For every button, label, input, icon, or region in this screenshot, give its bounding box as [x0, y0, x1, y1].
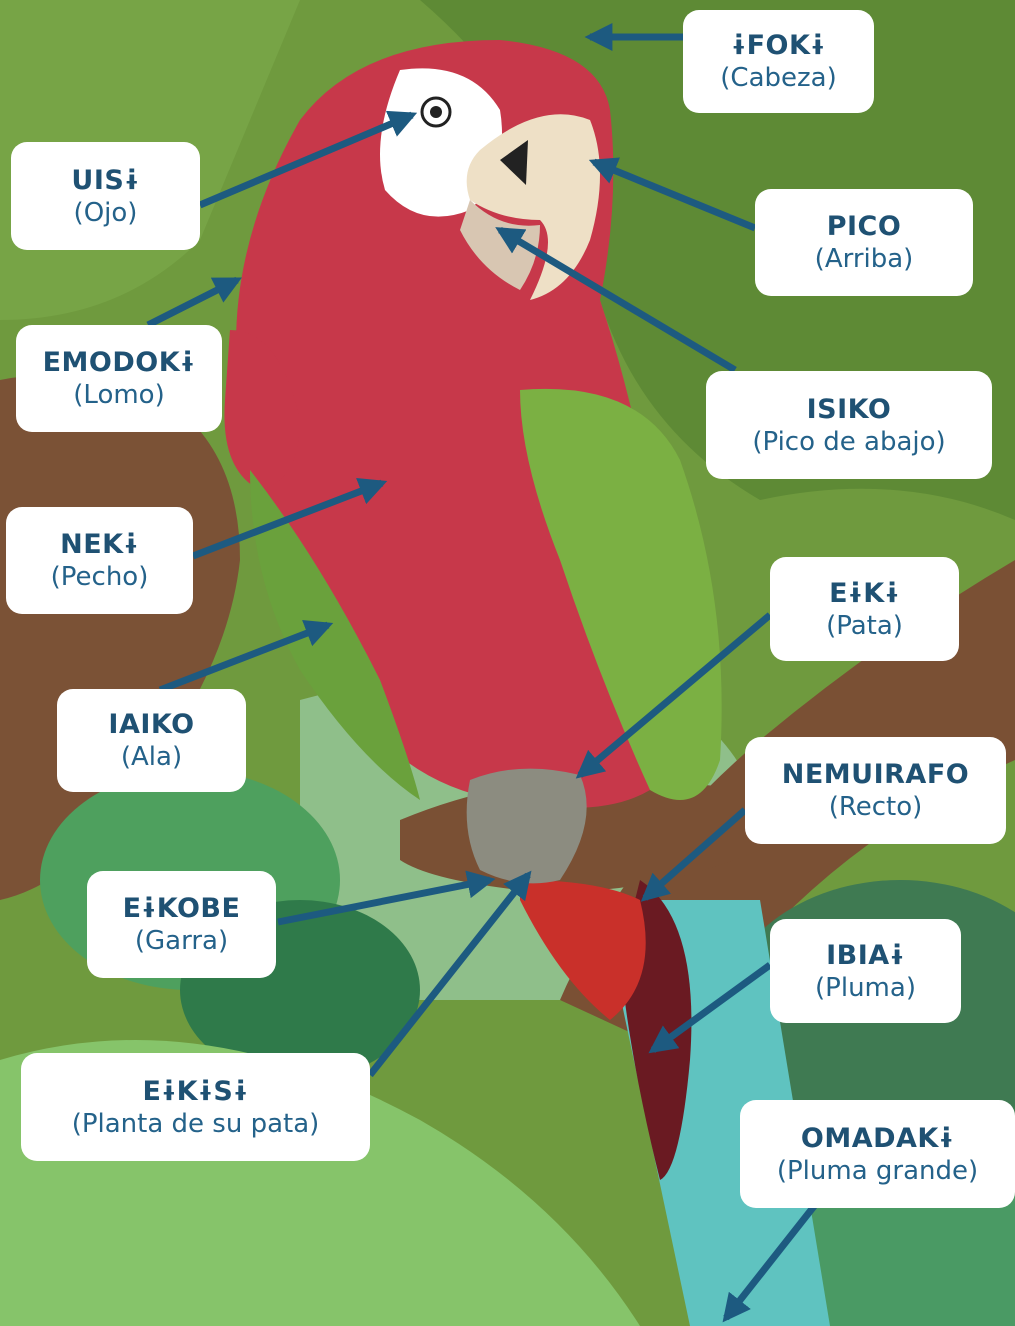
label-planta-meaning: (Planta de su pata): [72, 1108, 320, 1140]
label-pata-meaning: (Pata): [826, 610, 903, 642]
label-ojo: UISɨ (Ojo): [11, 142, 200, 250]
macaw-pupil: [430, 106, 442, 118]
label-pico: PICO (Arriba): [755, 189, 973, 296]
label-pico-term: PICO: [827, 210, 902, 243]
label-pata: EɨKɨ (Pata): [770, 557, 959, 661]
label-ala-term: IAIKO: [108, 708, 194, 741]
label-ala-meaning: (Ala): [121, 741, 182, 773]
label-ojo-term: UISɨ: [71, 164, 139, 197]
label-planta-term: EɨKɨSɨ: [143, 1075, 249, 1108]
label-pluma-meaning: (Pluma): [815, 972, 916, 1004]
label-pluma-grande: OMADAKɨ (Pluma grande): [740, 1100, 1015, 1208]
label-lomo-term: EMODOKɨ: [43, 346, 196, 379]
label-pata-term: EɨKɨ: [829, 577, 900, 610]
label-recto: NEMUIRAFO (Recto): [745, 737, 1006, 844]
label-pluma: IBIAɨ (Pluma): [770, 919, 961, 1023]
label-pecho: NEKɨ (Pecho): [6, 507, 193, 614]
label-pluma-grande-meaning: (Pluma grande): [777, 1155, 978, 1187]
label-ala: IAIKO (Ala): [57, 689, 246, 792]
label-ojo-meaning: (Ojo): [74, 197, 138, 229]
label-pecho-meaning: (Pecho): [51, 561, 149, 593]
label-isiko: ISIKO (Pico de abajo): [706, 371, 992, 479]
label-planta: EɨKɨSɨ (Planta de su pata): [21, 1053, 370, 1161]
label-isiko-term: ISIKO: [807, 393, 892, 426]
label-isiko-meaning: (Pico de abajo): [752, 426, 945, 458]
label-cabeza-term: ɨFOKɨ: [731, 29, 825, 62]
label-pecho-term: NEKɨ: [60, 528, 139, 561]
label-lomo: EMODOKɨ (Lomo): [16, 325, 222, 432]
label-recto-term: NEMUIRAFO: [782, 758, 969, 791]
label-pluma-term: IBIAɨ: [826, 939, 905, 972]
label-cabeza-meaning: (Cabeza): [720, 62, 836, 94]
label-garra-meaning: (Garra): [135, 925, 228, 957]
label-garra: EɨKOBE (Garra): [87, 871, 276, 978]
label-cabeza: ɨFOKɨ (Cabeza): [683, 10, 874, 113]
label-garra-term: EɨKOBE: [123, 892, 241, 925]
label-pico-meaning: (Arriba): [815, 243, 914, 275]
label-recto-meaning: (Recto): [829, 791, 923, 823]
label-lomo-meaning: (Lomo): [73, 379, 164, 411]
label-pluma-grande-term: OMADAKɨ: [801, 1122, 954, 1155]
